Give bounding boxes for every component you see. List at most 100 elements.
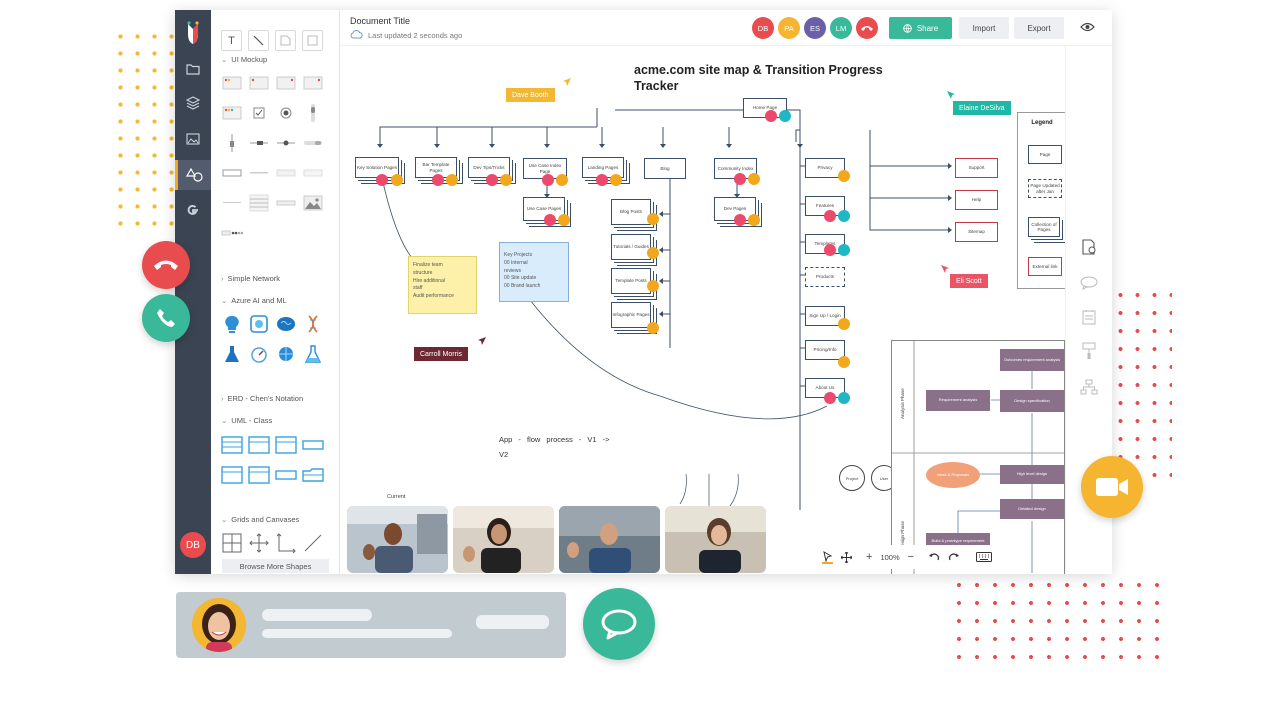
diagram-title[interactable]: acme.com site map & Transition Progress … (634, 63, 883, 94)
crosshair-shape[interactable] (248, 532, 270, 554)
end-call-icon[interactable] (856, 17, 878, 39)
radio-shape[interactable] (275, 102, 297, 124)
diagonal-line-shape[interactable] (302, 532, 324, 554)
process-ellipse[interactable]: Ideas & Proposals (926, 462, 980, 488)
grid-shape[interactable] (221, 532, 243, 554)
node-infographic-pages[interactable]: Infographic Pages (611, 302, 651, 328)
uml-package-shape[interactable] (248, 464, 270, 486)
video-tile-participant-1[interactable] (347, 506, 448, 573)
panel-shape[interactable] (302, 72, 324, 94)
org-chart-icon[interactable] (1078, 376, 1100, 398)
section-erd[interactable]: ›ERD - Chen's Notation (221, 394, 304, 403)
node-sign-up-login[interactable]: Sign Up / Login (805, 306, 845, 326)
sticky-note-yellow[interactable]: Finalize team structure Hire additional … (408, 256, 477, 314)
lightbulb-icon[interactable] (221, 313, 243, 335)
redo-icon[interactable] (948, 552, 960, 562)
axis-shape[interactable] (275, 532, 297, 554)
collaborator-avatar[interactable]: DB (752, 17, 774, 39)
chat-button[interactable] (583, 588, 655, 660)
vertical-scroll-shape[interactable] (302, 102, 324, 124)
answer-call-button[interactable] (142, 294, 190, 342)
node-pricing[interactable]: Pricing/Info (805, 340, 845, 360)
line-tool-icon[interactable] (248, 30, 269, 51)
page-settings-icon[interactable] (1078, 236, 1100, 258)
dna-icon[interactable] (302, 313, 324, 335)
node-help[interactable]: Help (955, 190, 998, 210)
collaborator-avatar[interactable]: PA (778, 17, 800, 39)
video-tile-participant-3[interactable] (559, 506, 660, 573)
eye-icon[interactable] (1080, 22, 1095, 32)
zoom-out-icon[interactable]: − (907, 551, 915, 563)
chat-message-bar[interactable] (176, 592, 566, 658)
horizontal-slider-shape[interactable] (248, 132, 270, 154)
range-slider-shape[interactable] (275, 132, 297, 154)
import-button[interactable]: Import (959, 17, 1009, 39)
app-flow-text[interactable]: App - flow process - V1 -> V2 (499, 432, 649, 462)
table-shape[interactable] (248, 192, 270, 214)
node-support[interactable]: Support (955, 158, 998, 178)
keyboard-icon[interactable] (976, 552, 993, 562)
image-icon[interactable] (175, 124, 211, 154)
rectangle-tool-icon[interactable] (302, 30, 323, 51)
node-bar-template-pages[interactable]: Bar Template Pages (415, 157, 457, 178)
node-use-case-index[interactable]: Use Case Index Page (523, 158, 567, 179)
notes-icon[interactable] (1078, 306, 1100, 328)
user-avatar[interactable]: DB (180, 532, 206, 558)
end-call-button[interactable] (142, 241, 190, 289)
export-button[interactable]: Export (1014, 17, 1064, 39)
video-tile-participant-2[interactable] (453, 506, 554, 573)
shapes-icon[interactable] (175, 160, 211, 190)
cognitive-service-icon[interactable] (248, 313, 270, 335)
input-shape[interactable] (221, 162, 243, 184)
folder-icon[interactable] (175, 54, 211, 84)
brain-icon[interactable] (275, 313, 297, 335)
flask-icon[interactable] (221, 343, 243, 365)
swimlane-diagram[interactable]: Analysis Phase Design Phase Outcomes req… (891, 340, 1066, 574)
collaborator-avatar[interactable]: LM (830, 17, 852, 39)
gauge-icon[interactable] (248, 343, 270, 365)
browse-more-shapes-button[interactable]: Browse More Shapes (222, 559, 329, 573)
node-features[interactable]: Features (805, 196, 845, 216)
image-placeholder-shape[interactable] (302, 192, 324, 214)
section-grids[interactable]: ⌄Grids and Canvases (221, 515, 300, 524)
pagination-shape[interactable] (221, 222, 243, 244)
note-tool-icon[interactable] (275, 30, 296, 51)
uml-abstract-shape[interactable] (275, 434, 297, 456)
text-tool-icon[interactable]: T (221, 30, 242, 51)
section-azure[interactable]: ⌄Azure AI and ML (221, 296, 287, 305)
breadcrumb-shape[interactable] (221, 192, 243, 214)
uml-note-shape[interactable] (275, 464, 297, 486)
section-ui-mockup[interactable]: ⌄UI Mockup (221, 55, 268, 64)
collaborator-avatar[interactable]: ES (804, 17, 826, 39)
progress-shape[interactable] (275, 192, 297, 214)
divider-shape[interactable] (248, 162, 270, 184)
node-sitemap[interactable]: Sitemap (955, 222, 998, 242)
section-uml[interactable]: ⌄UML - Class (221, 416, 273, 425)
scrollbar-shape[interactable] (302, 132, 324, 154)
video-tile-participant-4[interactable] (665, 506, 766, 573)
node-products[interactable]: Products (805, 267, 845, 287)
node-template-posts[interactable]: Template Posts (611, 268, 651, 294)
select-pointer-icon[interactable] (822, 550, 833, 564)
checkbox-shape[interactable] (248, 102, 270, 124)
window-shape[interactable] (221, 72, 243, 94)
node-blog[interactable]: Blog (644, 158, 686, 179)
uml-simple-class-shape[interactable] (302, 434, 324, 456)
layers-icon[interactable] (175, 88, 211, 118)
uml-interface-shape[interactable] (248, 434, 270, 456)
diagram-canvas[interactable]: acme.com site map & Transition Progress … (340, 46, 1067, 574)
lab-flask-icon[interactable] (302, 343, 324, 365)
process-box[interactable]: Design specification (1000, 390, 1064, 412)
pan-move-icon[interactable] (841, 551, 852, 563)
process-box[interactable]: Outcomes requirement analysis (1000, 349, 1064, 371)
node-privacy[interactable]: Privacy (805, 158, 845, 178)
document-title[interactable]: Document Title (350, 16, 411, 26)
video-call-button[interactable] (1081, 456, 1143, 518)
share-button[interactable]: Share (889, 17, 952, 39)
zoom-in-icon[interactable]: + (866, 551, 873, 563)
mac-window-shape[interactable] (221, 102, 243, 124)
uml-component-shape[interactable] (302, 464, 324, 486)
comment-icon[interactable] (1078, 272, 1100, 294)
dialog-shape[interactable] (275, 72, 297, 94)
vertical-slider-shape[interactable] (221, 132, 243, 154)
